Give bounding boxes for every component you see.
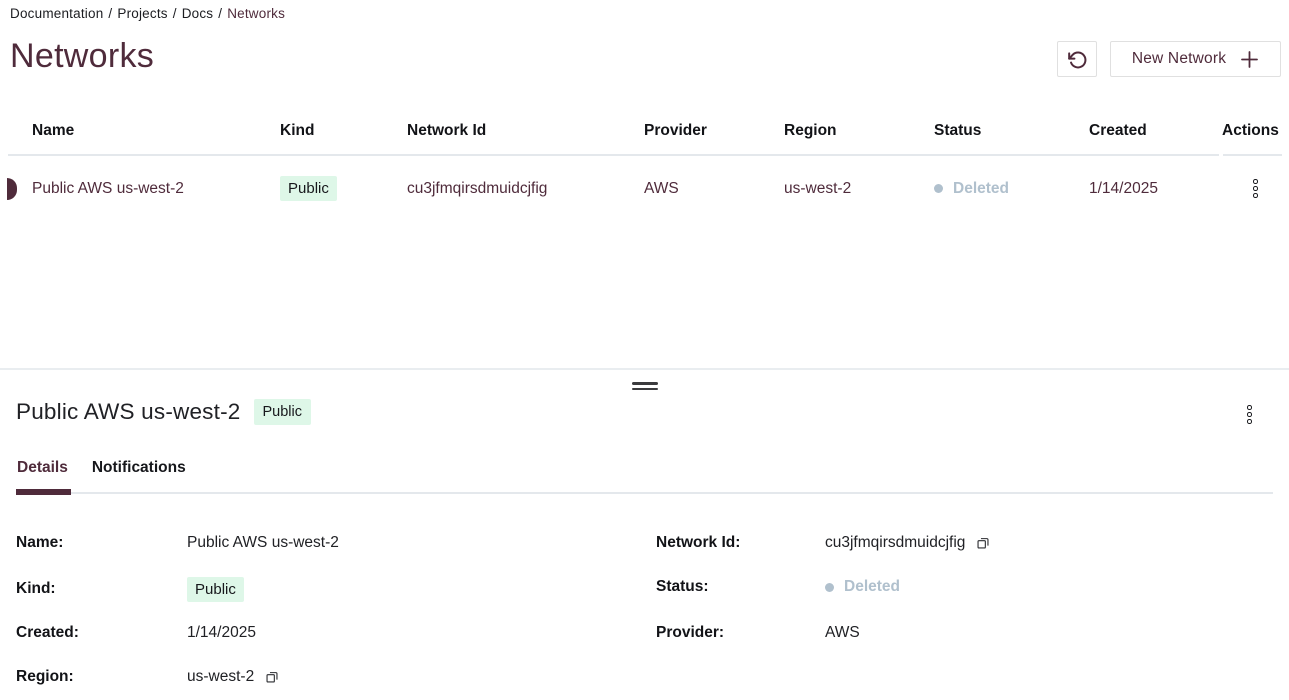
column-header-actions: Actions <box>1222 122 1279 139</box>
column-header-network-id: Network Id <box>407 122 487 139</box>
kind-badge: Public <box>280 176 337 201</box>
field-created: Created: 1/14/2025 <box>16 624 256 642</box>
column-header-kind: Kind <box>280 122 315 139</box>
table-header-divider <box>8 154 1219 156</box>
page-title: Networks <box>10 37 155 75</box>
plus-icon <box>1240 50 1259 69</box>
new-network-button[interactable]: New Network <box>1110 41 1281 77</box>
field-name-value: Public AWS us-west-2 <box>187 534 339 551</box>
table-header-row: Name Kind Network Id Provider Region Sta… <box>0 117 1289 145</box>
field-network-id: Network Id: cu3jfmqirsdmuidcjfig <box>656 534 990 552</box>
field-name-label: Name: <box>16 534 64 551</box>
column-header-provider: Provider <box>644 122 707 139</box>
panel-title-row: Public AWS us-west-2 Public <box>16 399 311 425</box>
row-actions-kebab-menu-icon[interactable] <box>1249 175 1262 202</box>
status-dot-icon <box>825 582 834 592</box>
field-provider: Provider: AWS <box>656 624 860 642</box>
panel-tabs: Details Notifications <box>17 459 186 483</box>
breadcrumb-separator: / <box>108 6 113 21</box>
panel-kebab-menu-icon[interactable] <box>1243 401 1256 428</box>
status-label: Deleted <box>844 578 900 595</box>
table-header-divider-actions <box>1223 154 1282 156</box>
field-created-label: Created: <box>16 624 79 641</box>
field-provider-label: Provider: <box>656 624 725 641</box>
column-header-status: Status <box>934 122 982 139</box>
breadcrumb-item-documentation[interactable]: Documentation <box>10 6 104 21</box>
row-cell-status: Deleted <box>934 180 1089 198</box>
field-network-id-value: cu3jfmqirsdmuidcjfig <box>825 534 966 551</box>
field-created-value: 1/14/2025 <box>187 624 256 641</box>
field-provider-value: AWS <box>825 624 860 641</box>
field-network-id-label: Network Id: <box>656 534 741 551</box>
column-header-region: Region <box>784 122 837 139</box>
active-tab-indicator <box>16 489 71 495</box>
refresh-ccw-icon <box>1067 49 1088 70</box>
copy-network-id-button[interactable] <box>976 536 990 550</box>
copy-region-button[interactable] <box>265 670 279 684</box>
tab-details[interactable]: Details <box>17 459 68 476</box>
field-region: Region: us-west-2 <box>16 668 279 686</box>
field-status-value: Deleted <box>825 578 900 596</box>
field-region-value: us-west-2 <box>187 668 255 685</box>
refresh-button[interactable] <box>1057 41 1097 77</box>
panel-title: Public AWS us-west-2 <box>16 399 241 424</box>
breadcrumb-separator: / <box>172 6 177 21</box>
panel-drag-handle-icon[interactable] <box>632 382 658 393</box>
breadcrumb-separator: / <box>218 6 223 21</box>
copy-icon <box>265 670 279 684</box>
field-kind: Kind: Public <box>16 576 244 602</box>
row-cell-region: us-west-2 <box>784 179 852 197</box>
row-cell-network-id: cu3jfmqirsdmuidcjfig <box>407 179 548 197</box>
selected-row-indicator <box>7 178 17 200</box>
column-header-name: Name <box>32 122 75 139</box>
detail-panel: Public AWS us-west-2 Public Details Noti… <box>0 368 1289 700</box>
breadcrumb: Documentation / Projects / Docs / Networ… <box>10 6 285 21</box>
table-row[interactable]: Public AWS us-west-2 Public cu3jfmqirsdm… <box>0 170 1289 207</box>
field-kind-label: Kind: <box>16 580 56 597</box>
copy-icon <box>976 536 990 550</box>
field-region-label: Region: <box>16 668 74 685</box>
status-dot-icon <box>934 184 943 193</box>
new-network-button-label: New Network <box>1131 50 1227 67</box>
status-label: Deleted <box>953 179 1009 197</box>
field-status-label: Status: <box>656 578 709 595</box>
field-name: Name: Public AWS us-west-2 <box>16 534 339 552</box>
row-cell-provider: AWS <box>644 179 679 197</box>
tabs-divider <box>16 492 1273 494</box>
field-kind-badge: Public <box>187 576 244 602</box>
breadcrumb-item-networks-current: Networks <box>227 6 286 21</box>
field-status: Status: Deleted <box>656 578 900 596</box>
row-cell-name: Public AWS us-west-2 <box>32 179 184 197</box>
breadcrumb-item-projects[interactable]: Projects <box>117 6 168 21</box>
panel-kind-badge: Public <box>253 399 311 425</box>
tab-notifications[interactable]: Notifications <box>91 459 186 476</box>
column-header-created: Created <box>1089 122 1147 139</box>
breadcrumb-item-docs[interactable]: Docs <box>181 6 214 21</box>
row-cell-created: 1/14/2025 <box>1089 179 1158 197</box>
